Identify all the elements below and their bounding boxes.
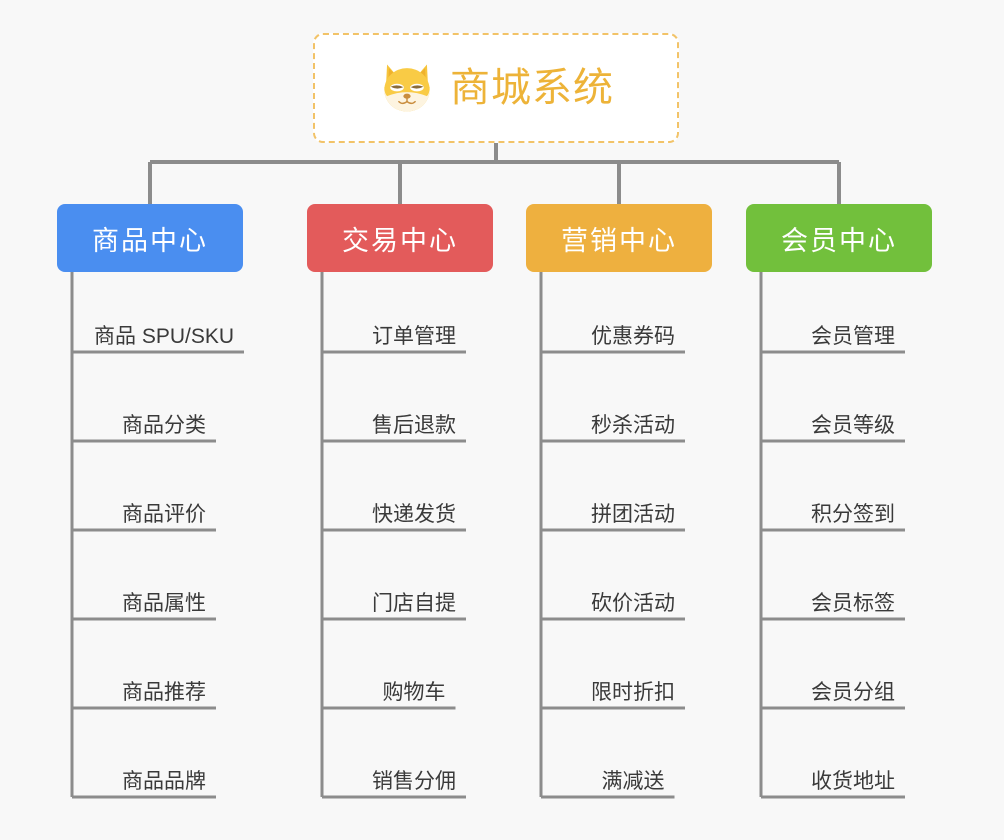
leaf-item[interactable]: 满减送 [601, 770, 665, 793]
leaf-item[interactable]: 秒杀活动 [591, 414, 675, 437]
category-label: 商品中心 [92, 225, 208, 256]
leaf-item[interactable]: 门店自提 [372, 592, 456, 615]
leaf-item[interactable]: 积分签到 [811, 503, 895, 526]
leaf-item[interactable]: 商品评价 [122, 503, 206, 526]
category-label: 交易中心 [342, 225, 458, 256]
leaf-item[interactable]: 快递发货 [372, 503, 456, 526]
leaf-item[interactable]: 订单管理 [372, 325, 456, 348]
leaf-item[interactable]: 商品 SPU/SKU [93, 325, 235, 348]
leaf-item[interactable]: 购物车 [382, 681, 446, 704]
category-label: 营销中心 [561, 225, 677, 256]
leaf-item[interactable]: 商品分类 [122, 414, 206, 437]
root-title: 商城系统 [450, 66, 614, 110]
leaf-item[interactable]: 会员标签 [811, 592, 895, 615]
leaf-item[interactable]: 优惠券码 [591, 325, 675, 348]
leaf-item[interactable]: 销售分佣 [372, 770, 456, 793]
category-box-3[interactable]: 营销中心 [526, 204, 712, 272]
leaf-item[interactable]: 商品推荐 [122, 681, 206, 704]
leaf-item[interactable]: 限时折扣 [591, 681, 675, 704]
category-box-1[interactable]: 商品中心 [57, 204, 243, 272]
leaf-item[interactable]: 售后退款 [372, 414, 456, 437]
leaf-item[interactable]: 商品品牌 [122, 770, 206, 793]
root-node[interactable]: 商城系统 [313, 33, 679, 143]
shiba-dog-icon [384, 64, 430, 112]
category-label: 会员中心 [781, 225, 897, 256]
category-box-4[interactable]: 会员中心 [746, 204, 932, 272]
leaf-item[interactable]: 拼团活动 [591, 503, 675, 526]
category-box-2[interactable]: 交易中心 [307, 204, 493, 272]
leaf-item[interactable]: 会员分组 [811, 681, 895, 704]
leaf-item[interactable]: 收货地址 [811, 770, 895, 793]
leaf-item[interactable]: 砍价活动 [591, 592, 675, 615]
leaf-item[interactable]: 会员等级 [811, 414, 895, 437]
leaf-item[interactable]: 商品属性 [122, 592, 206, 615]
leaf-item[interactable]: 会员管理 [811, 325, 895, 348]
